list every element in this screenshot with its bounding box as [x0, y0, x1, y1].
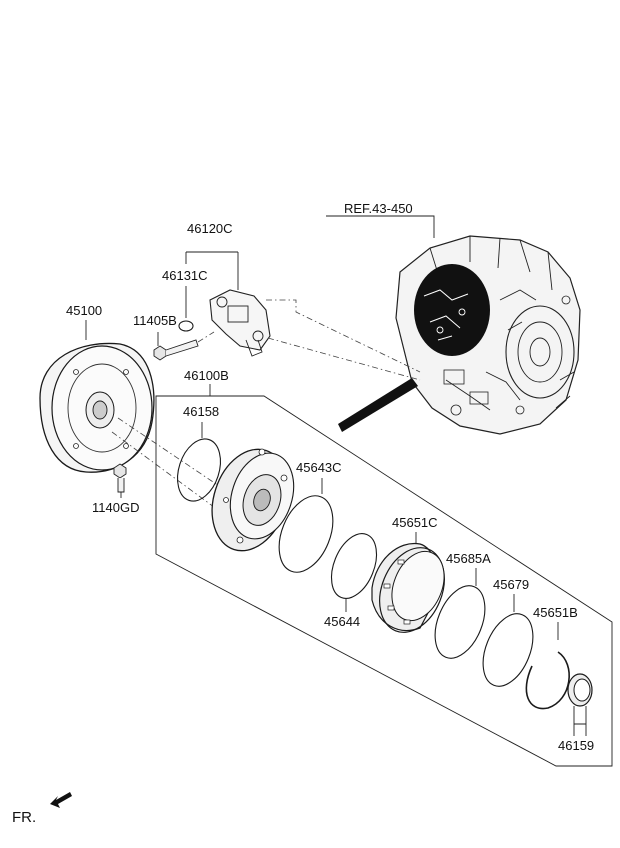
- label-45685A: 45685A: [446, 551, 491, 566]
- reference-leader: [326, 215, 435, 238]
- bushing-46159: [567, 673, 593, 707]
- label-46131C: 46131C: [162, 268, 208, 283]
- bolt-1140GD: [113, 463, 127, 493]
- label-45100: 45100: [66, 303, 102, 318]
- label-46158: 46158: [183, 404, 219, 419]
- front-arrow-icon: [50, 792, 72, 808]
- callout-wedge: [338, 378, 418, 432]
- seal-ring-45685A: [434, 585, 486, 659]
- oil-pump-body: [211, 448, 295, 552]
- label-1140GD: 1140GD: [92, 500, 139, 515]
- seal-ring-46158: [177, 438, 221, 502]
- label-45644: 45644: [324, 614, 360, 629]
- label-46159: 46159: [558, 738, 594, 753]
- reference-label: REF.43-450: [344, 201, 413, 216]
- label-45651B: 45651B: [533, 605, 578, 620]
- torque-converter: [39, 342, 155, 473]
- label-46120C: 46120C: [187, 221, 233, 236]
- clutch-drum-45651C: [371, 542, 445, 633]
- label-45643C: 45643C: [296, 460, 342, 475]
- solenoid-valve-body: [209, 289, 271, 357]
- o-ring-46131C: [178, 320, 194, 332]
- front-label: FR.: [12, 809, 36, 826]
- seal-ring-45679: [482, 613, 534, 687]
- snap-ring-45651B: [525, 651, 570, 710]
- seal-ring-45644: [330, 533, 378, 599]
- seal-ring-45643C: [278, 495, 334, 573]
- kit-outline-46100B: [155, 395, 613, 767]
- label-45679: 45679: [493, 577, 529, 592]
- pump-mounting-area: [414, 264, 490, 356]
- label-11405B: 11405B: [133, 313, 177, 328]
- label-46100B: 46100B: [184, 368, 229, 383]
- label-45651C: 45651C: [392, 515, 438, 530]
- bolt-11405B: [153, 339, 199, 361]
